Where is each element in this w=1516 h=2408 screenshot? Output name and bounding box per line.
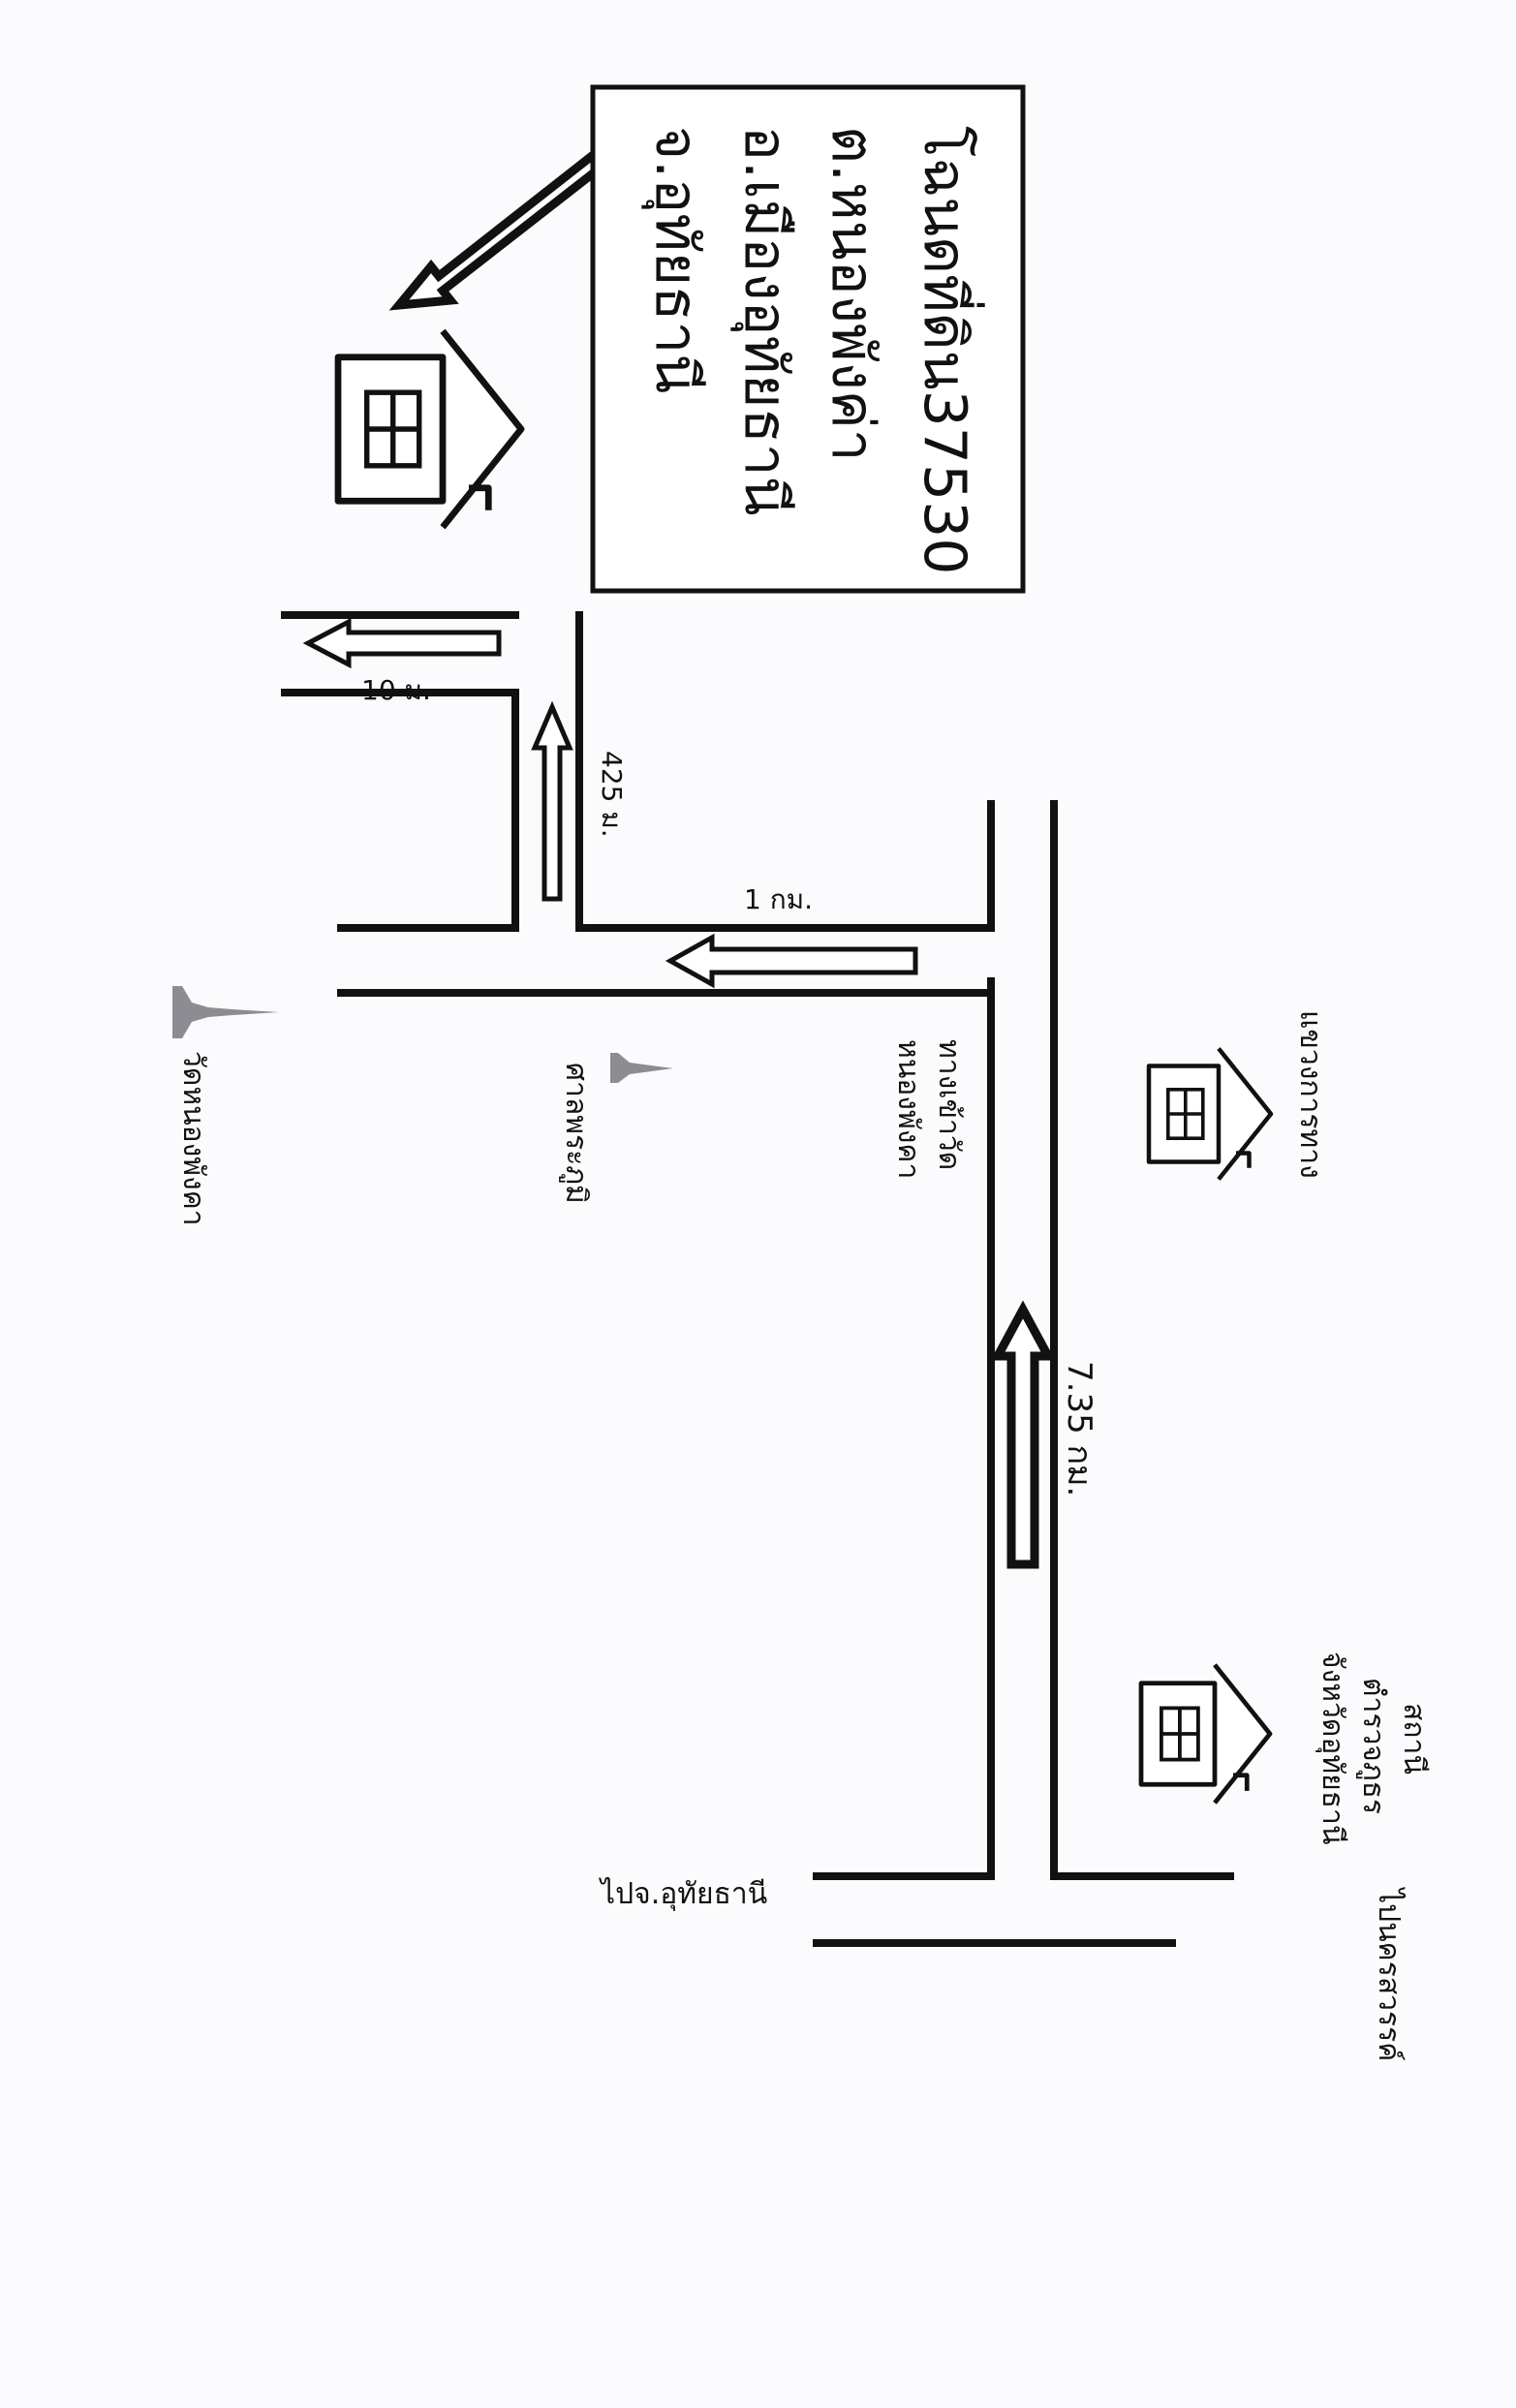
entrance-label-2: หนองพังคา [891,1039,925,1179]
police-station-house-icon [1138,1663,1273,1805]
highway-office-label: แขวงการทาง [1293,1010,1327,1179]
title-line-1: โฉนดที่ดิน37530 [911,126,985,574]
target-house-icon [334,328,525,530]
highway-office-house-icon [1146,1047,1274,1181]
police-label-3: จังหวัดอุทัยธานี [1315,1652,1349,1844]
branch-arrow [665,933,918,989]
route-arrows [302,138,1056,1569]
distance-1km: 1 กม. [744,883,813,915]
top-lane-arrow [302,617,502,669]
distance-425m: 425 ม. [596,751,628,838]
pointer-arrow [388,138,616,311]
shrine-label: ศาลพระภูมิ [559,1063,593,1204]
to-nakhon-sawan-label: ไปนครสวรรค์ [1372,1887,1407,2061]
roads [281,611,1234,1947]
police-label-2: ตำรวจภูธร [1356,1678,1390,1814]
shrine-icon [610,1053,673,1083]
police-label-1: สถานี [1397,1703,1431,1775]
wat-pagoda-icon [172,986,279,1038]
lane-arrow [531,700,573,902]
title-box [590,84,1026,594]
entrance-label-1: ทางเข้าวัด [932,1039,966,1170]
labels: โฉนดที่ดิน37530 ต.หนองพังค่า อ.เมืองอุทั… [176,126,1431,2061]
distance-10m: 10 ม. [361,674,431,706]
highway-arrow [990,1300,1056,1569]
to-uthai-thani-label: ไปจ.อุทัยธานี [599,1876,767,1912]
title-line-4: จ.อุทัยธานี [641,126,710,393]
title-line-3: อ.เมืองอุทัยธานี [730,126,799,516]
wat-label: วัดหนองพังคา [176,1051,210,1226]
houses [334,328,1274,1805]
distance-735km: 7.35 กม. [1060,1361,1098,1497]
title-line-2: ต.หนองพังค่า [819,126,886,462]
